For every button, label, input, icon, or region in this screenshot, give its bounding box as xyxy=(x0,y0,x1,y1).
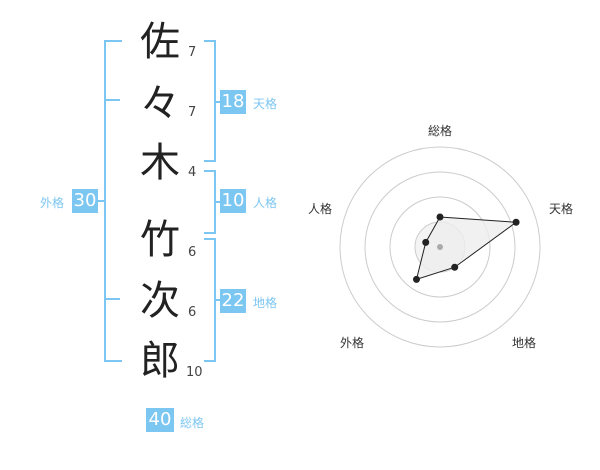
tenkaku-value: 18 xyxy=(220,90,246,114)
radar-label-jinkaku: 人格 xyxy=(308,202,333,216)
stroke-count-2: 7 xyxy=(188,105,197,120)
stroke-count-6: 10 xyxy=(186,365,203,380)
radar-center-dot xyxy=(437,244,443,250)
radar-chart xyxy=(339,146,541,348)
radar-ring xyxy=(389,196,491,298)
soukaku-value: 40 xyxy=(146,408,174,432)
radar-point xyxy=(436,213,444,221)
name-char-6: 郎 xyxy=(140,338,180,384)
radar-ring xyxy=(364,171,516,323)
soukaku-label: 総格 xyxy=(180,416,205,430)
radar-polygon xyxy=(415,216,518,281)
name-char-3: 木 xyxy=(140,140,180,186)
chikaku-label: 地格 xyxy=(253,296,278,310)
gaikaku-label: 外格 xyxy=(40,196,65,210)
tenkaku-label: 天格 xyxy=(253,97,278,111)
gaikaku-bracket xyxy=(104,40,122,362)
radar-point xyxy=(512,218,520,226)
tenkaku-connector xyxy=(214,101,222,103)
radar-label-soukaku: 総格 xyxy=(428,124,453,138)
name-char-5: 次 xyxy=(140,278,180,324)
gaikaku-connector xyxy=(98,200,106,202)
radar-point xyxy=(422,238,430,246)
name-char-4: 竹 xyxy=(140,217,180,263)
radar-label-gaikaku: 外格 xyxy=(340,336,365,350)
radar-points xyxy=(412,213,520,283)
jinkaku-label: 人格 xyxy=(253,196,278,210)
chikaku-connector xyxy=(214,299,222,301)
name-char-1: 佐 xyxy=(140,19,180,65)
gaikaku-value: 30 xyxy=(72,189,98,213)
gaikaku-bracket-tick-1 xyxy=(104,99,120,101)
chikaku-value: 22 xyxy=(220,289,246,313)
radar-ring xyxy=(339,146,541,348)
name-char-2: 々 xyxy=(140,81,180,127)
jinkaku-value: 10 xyxy=(220,189,246,213)
radar-point xyxy=(412,275,420,283)
stroke-count-3: 4 xyxy=(188,165,197,180)
stroke-count-4: 6 xyxy=(188,245,197,260)
radar-label-chikaku: 地格 xyxy=(512,336,537,350)
jinkaku-connector xyxy=(214,201,222,203)
radar-point xyxy=(451,263,459,271)
stroke-count-1: 7 xyxy=(188,45,197,60)
gaikaku-bracket-tick-2 xyxy=(104,298,120,300)
stroke-count-5: 6 xyxy=(188,305,197,320)
radar-label-tenkaku: 天格 xyxy=(549,202,574,216)
